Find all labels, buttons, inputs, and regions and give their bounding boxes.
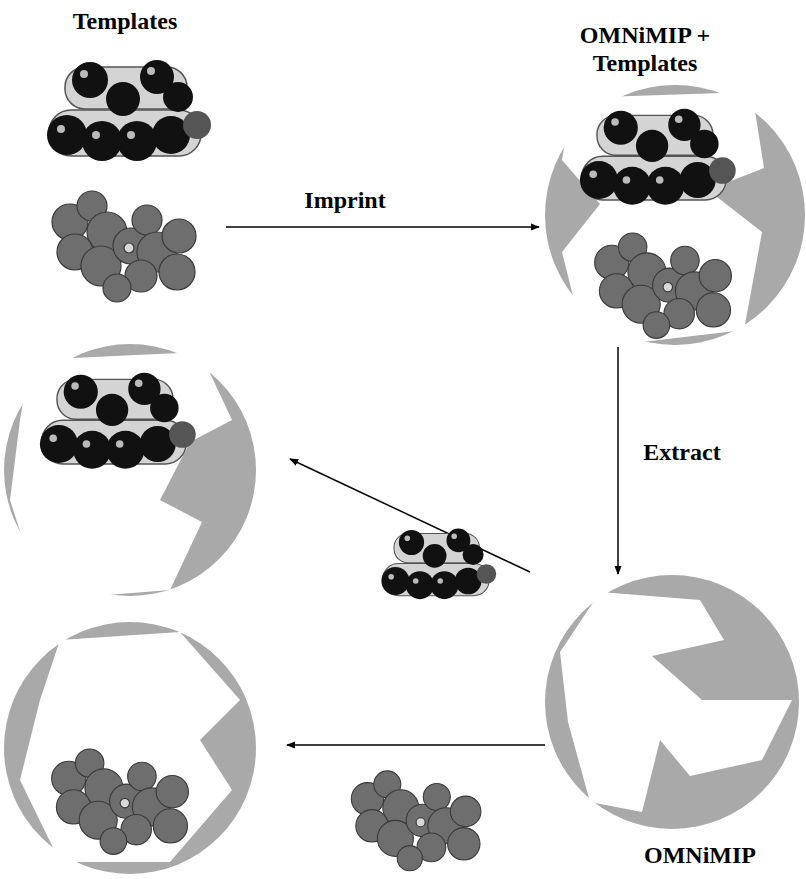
rebind-arrow <box>287 744 545 746</box>
step-label: Extract <box>639 438 724 467</box>
bound-molecule <box>52 749 189 854</box>
process-arrow <box>617 347 619 574</box>
process-arrow <box>226 226 539 228</box>
bound-molecule <box>580 109 736 205</box>
node-heading: OMNiMIP + Templates <box>543 22 747 77</box>
polymer-particle <box>545 575 799 829</box>
bound-molecule <box>595 233 732 338</box>
empty-particle: OMNiMIP <box>545 578 800 870</box>
node-heading: OMNiMIP <box>600 842 800 870</box>
polymer-particle <box>4 622 256 874</box>
template-molecule <box>47 60 211 161</box>
node-heading: Templates <box>30 8 220 36</box>
cavity <box>562 92 764 342</box>
cavity <box>10 352 232 600</box>
template-molecule <box>52 191 196 302</box>
polymer-particle <box>545 85 805 345</box>
free-molecule <box>381 529 496 600</box>
free-molecule <box>351 771 481 871</box>
cavity <box>560 592 792 812</box>
cavity <box>20 632 240 862</box>
bound-molecule <box>40 373 196 469</box>
step-label: Imprint <box>300 186 389 215</box>
template-group: Templates <box>30 8 220 303</box>
imprinted-particle: OMNiMIP + Templates <box>543 22 801 345</box>
